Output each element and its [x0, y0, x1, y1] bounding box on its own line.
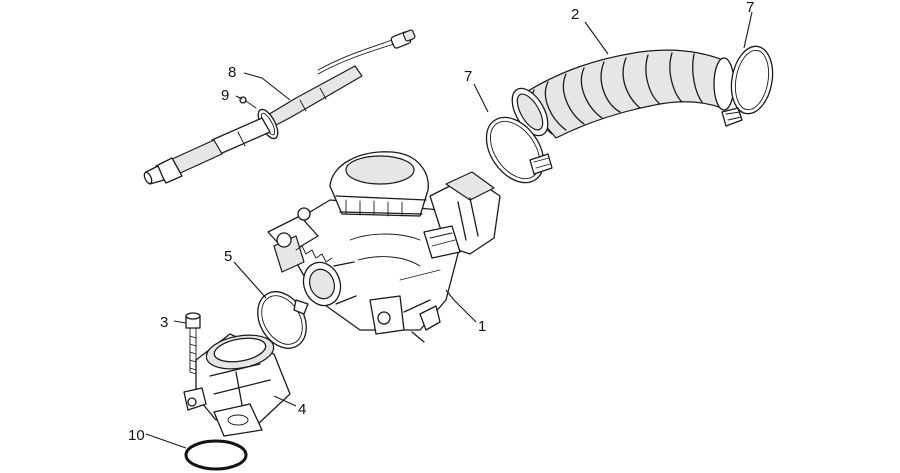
callout-3: 3 — [160, 314, 168, 331]
screw — [185, 312, 201, 375]
callout-10: 10 — [128, 427, 145, 444]
intake-duct-hose — [511, 49, 735, 139]
callout-8: 8 — [228, 64, 236, 81]
callout-7-right: 7 — [746, 0, 754, 16]
hose-clamp-right — [721, 45, 774, 127]
intake-manifold — [183, 333, 291, 437]
callout-1: 1 — [478, 318, 486, 335]
callout-9: 9 — [221, 87, 229, 104]
throttle-cable-assembly — [143, 29, 416, 185]
hose-clamp-left — [485, 116, 553, 184]
clamp-ring — [257, 291, 309, 349]
callout-labels: 2 7 7 8 9 5 3 1 4 10 — [128, 0, 754, 444]
leader-lines — [145, 11, 753, 449]
callout-4: 4 — [298, 401, 306, 418]
callout-7-left: 7 — [464, 68, 472, 85]
callout-2: 2 — [571, 6, 579, 23]
carburettor — [267, 151, 501, 343]
o-ring — [184, 439, 248, 471]
callout-5: 5 — [224, 248, 232, 265]
